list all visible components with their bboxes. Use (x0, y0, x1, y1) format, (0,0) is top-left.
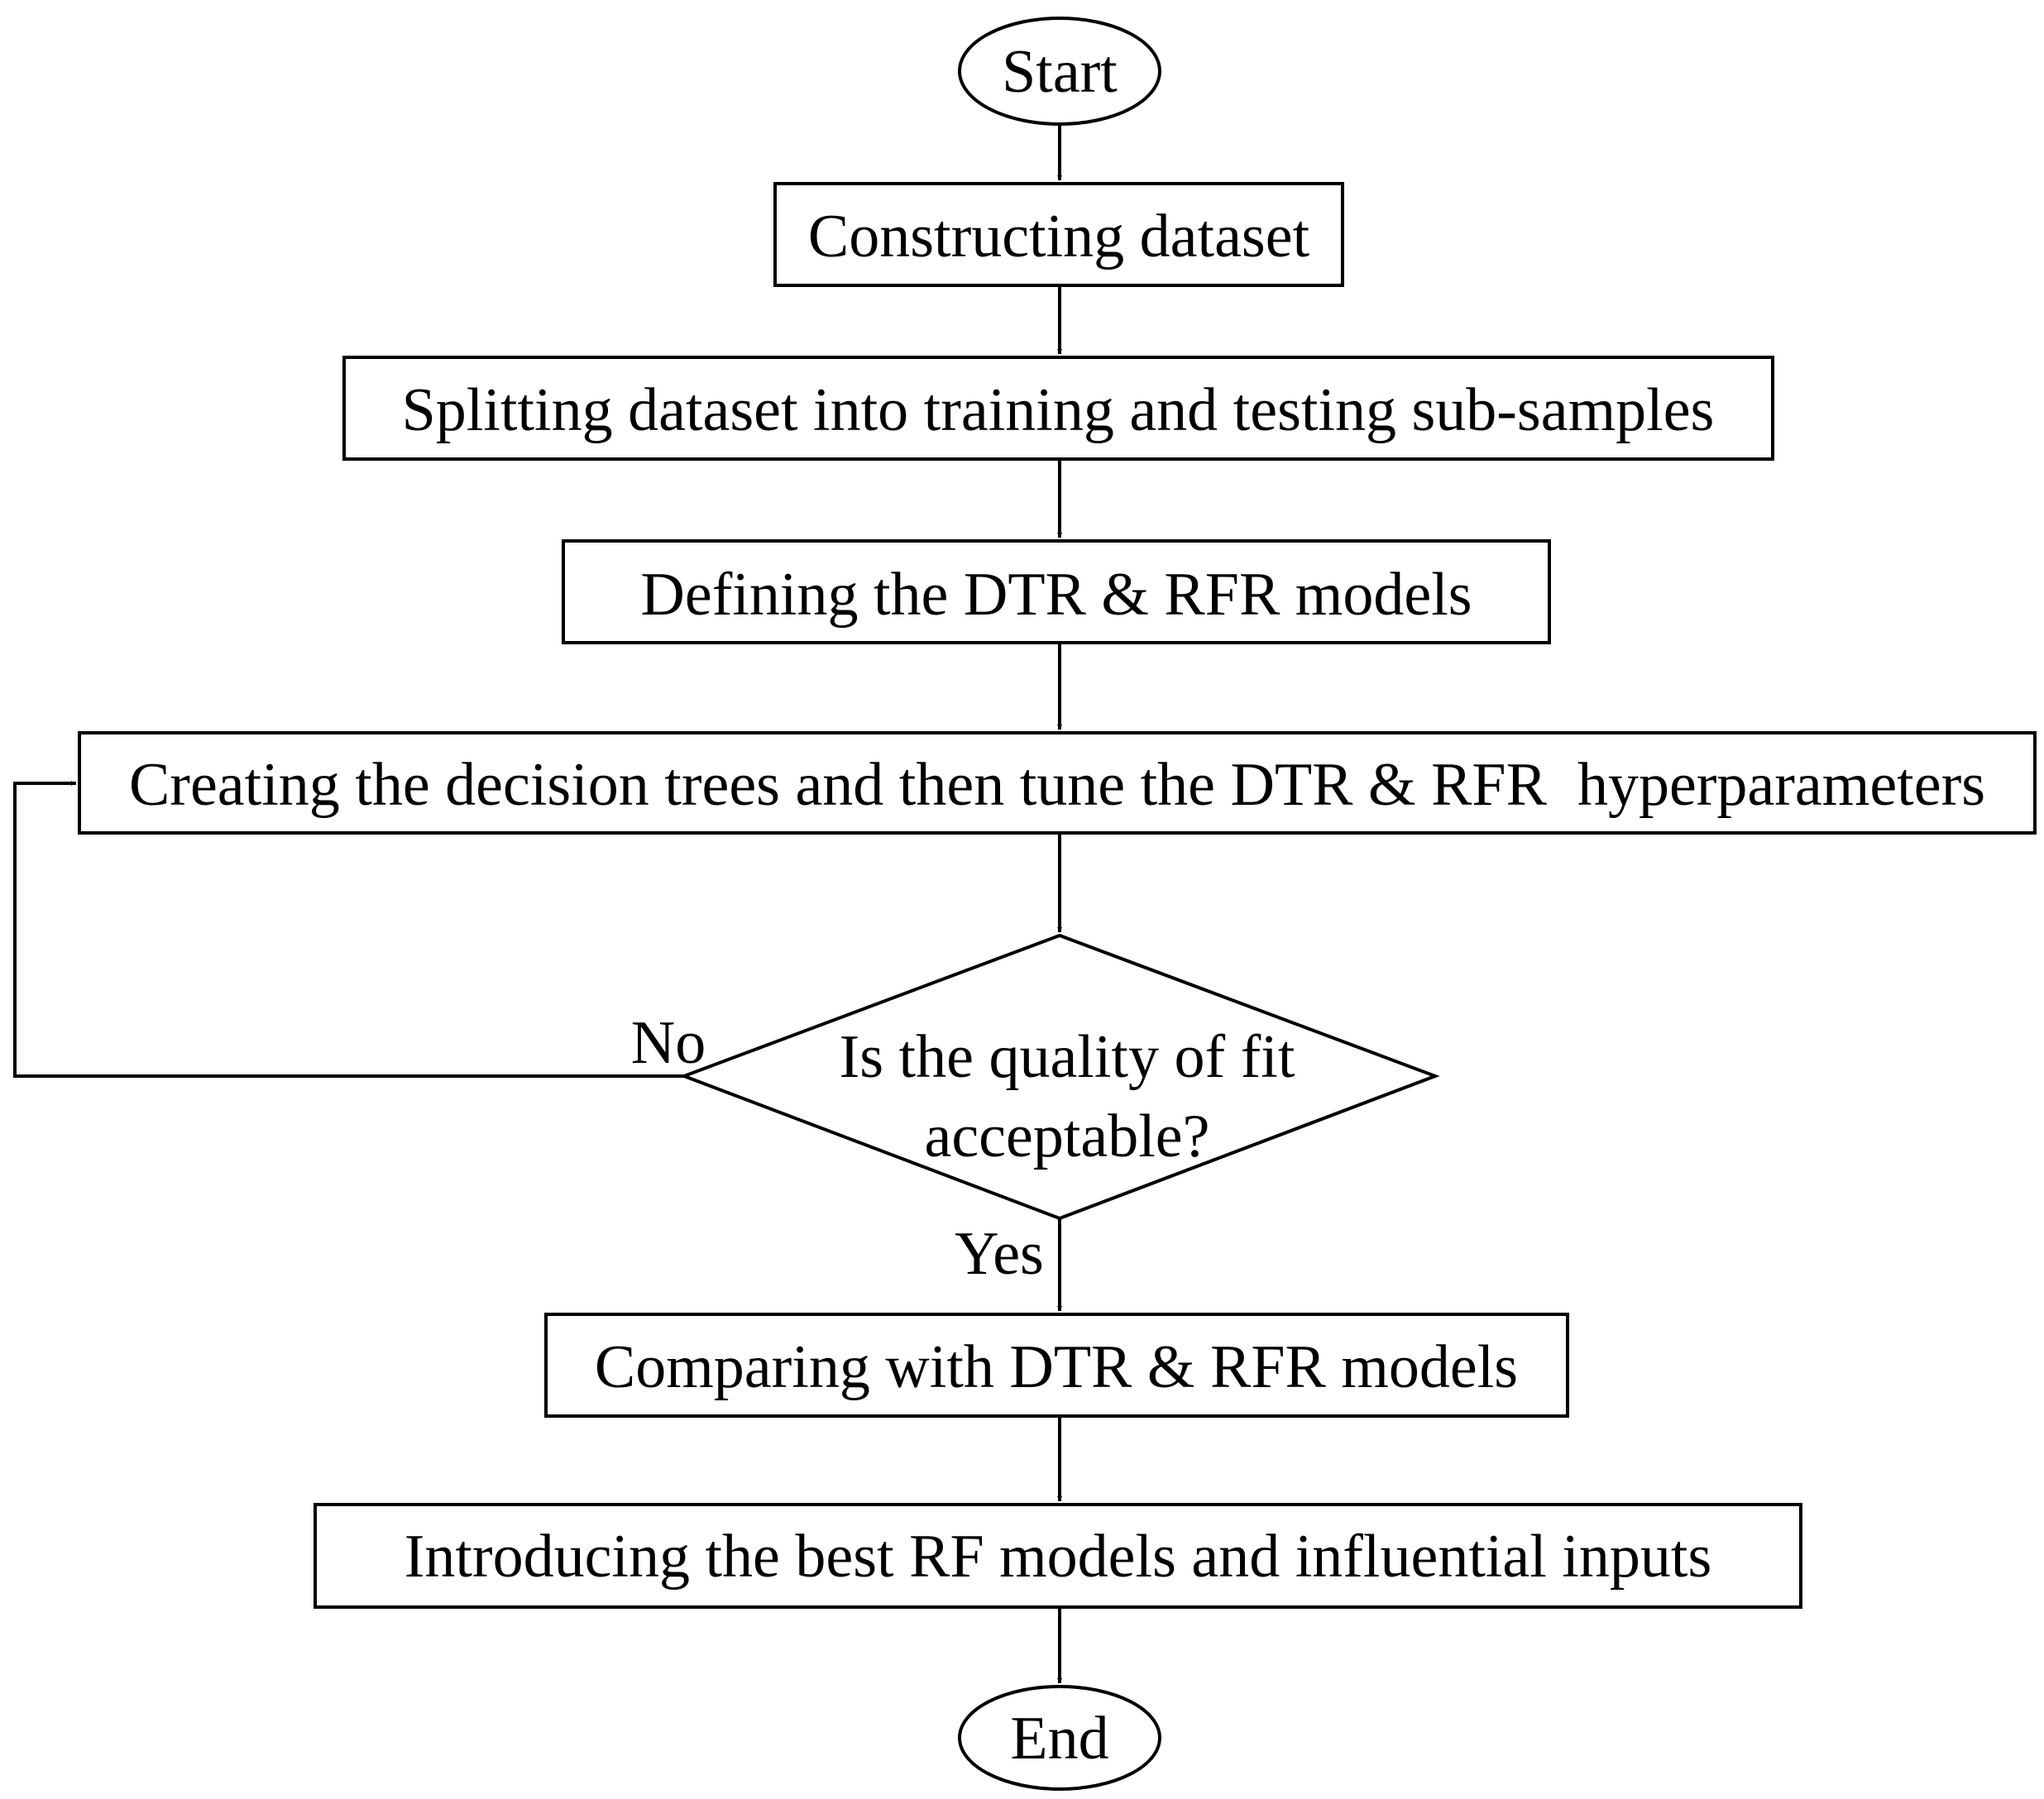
no-edge-label: No (631, 1009, 706, 1077)
end-node: End (958, 1685, 1161, 1791)
introduce-models-label: Introducing the best RF models and influ… (404, 1523, 1712, 1591)
split-dataset-label: Splitting dataset into training and test… (402, 376, 1715, 444)
split-dataset-box (342, 356, 1774, 461)
compare-models-label: Comparing with DTR & RFR models (595, 1333, 1518, 1401)
arrow-decision-no-loop (13, 781, 684, 1078)
define-models-node: Defining the DTR & RFR models (562, 539, 1551, 644)
compare-models-node: Comparing with DTR & RFR models (544, 1313, 1569, 1418)
construct-dataset-node: Constructing dataset (773, 182, 1344, 287)
compare-models-box (544, 1313, 1569, 1418)
quality-decision-node: Is the quality of fit acceptable? (679, 933, 1440, 1221)
start-node: Start (958, 17, 1161, 126)
create-trees-box (78, 731, 2037, 835)
yes-edge-label: Yes (955, 1220, 1044, 1288)
create-trees-label: Creating the decision trees and then tun… (129, 751, 1985, 819)
quality-decision-diamond (679, 933, 1440, 1221)
construct-dataset-box (773, 182, 1344, 287)
decision-label-line2: acceptable? (924, 1103, 1209, 1170)
introduce-models-node: Introducing the best RF models and influ… (314, 1503, 1802, 1609)
introduce-models-box (314, 1503, 1802, 1609)
start-ellipse (958, 17, 1161, 126)
define-models-box (562, 539, 1551, 644)
decision-label-line1: Is the quality of fit (840, 1023, 1295, 1091)
define-models-label: Defining the DTR & RFR models (640, 561, 1472, 629)
create-trees-node: Creating the decision trees and then tun… (78, 731, 2037, 835)
construct-dataset-label: Constructing dataset (808, 203, 1310, 270)
split-dataset-node: Splitting dataset into training and test… (342, 356, 1774, 461)
end-ellipse (958, 1685, 1161, 1791)
end-label: End (1010, 1705, 1108, 1773)
start-label: Start (1002, 38, 1118, 106)
